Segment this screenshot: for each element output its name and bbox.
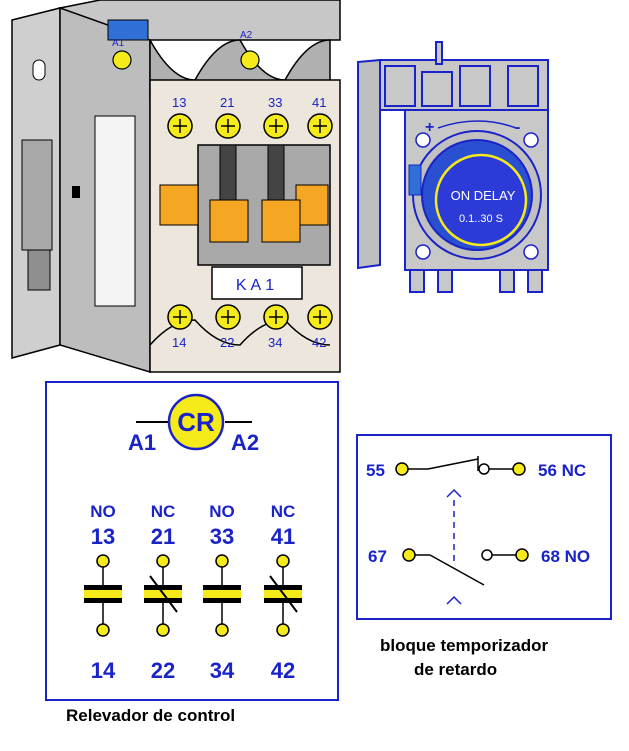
svg-text:A1: A1 <box>112 38 125 49</box>
contact-bottom-terminal: 34 <box>210 658 235 683</box>
timer-terminal-56: 56 NC <box>538 461 586 480</box>
contactor-terminal-33: 33 <box>263 95 289 139</box>
contactor-terminal-label: 33 <box>268 95 282 110</box>
timer-terminal-67: 67 <box>368 547 387 566</box>
coil-screw <box>112 50 132 70</box>
timer-module-illustration: + - ON DELAY 0.1..30 S <box>357 41 549 293</box>
contactor-terminal-label: 42 <box>312 335 326 350</box>
timer-terminal-55: 55 <box>366 461 385 480</box>
contactor-terminal-42: 42 <box>307 304 333 350</box>
relay-contact-41: NC 41 42 <box>264 502 302 683</box>
contact-top-terminal: 33 <box>210 524 234 549</box>
contact-type-label: NC <box>271 502 296 521</box>
timer-caption-line1: bloque temporizador <box>380 636 549 655</box>
contact-top-terminal: 13 <box>91 524 115 549</box>
timer-mode-text: ON DELAY <box>451 188 516 203</box>
contact-bottom-terminal: 42 <box>271 658 295 683</box>
timer-terminal-68: 68 NO <box>541 547 590 566</box>
contact-bottom-terminal: 22 <box>151 658 175 683</box>
contactor-terminals: 13 21 33 41 14 22 34 42 <box>112 50 333 350</box>
contact-type-label: NC <box>151 502 176 521</box>
svg-text:A2: A2 <box>240 30 253 41</box>
timer-caption-line2: de retardo <box>414 660 498 679</box>
timer-contact-no: 67 68 NO <box>368 547 590 586</box>
coil-screw <box>240 50 260 70</box>
contact-type-label: NO <box>90 502 116 521</box>
contact-type-label: NO <box>209 502 235 521</box>
contactor-terminal-22: 22 <box>215 304 241 350</box>
contactor-terminal-21: 21 <box>215 95 241 139</box>
contactor-terminal-label: 22 <box>220 335 234 350</box>
timer-contact-nc: 55 56 NC <box>366 456 586 480</box>
contactor-terminal-label: 21 <box>220 95 234 110</box>
contactor-terminal-label: 14 <box>172 335 186 350</box>
contactor-terminal-13: 13 <box>167 95 193 139</box>
timer-range-text: 0.1..30 S <box>459 213 503 225</box>
contactor-coil-label: KA1 <box>236 277 278 294</box>
contactor-terminal-label: 13 <box>172 95 186 110</box>
contactor-terminal-14: 14 <box>167 304 193 350</box>
relay-coil: CR A1 A2 <box>128 393 259 455</box>
timer-linkage <box>446 488 462 605</box>
contact-top-terminal: 21 <box>151 524 175 549</box>
relay-caption: Relevador de control <box>66 706 236 725</box>
relay-contacts: NO 13 14 NC 21 22 NO 33 34 NC 41 42 <box>84 502 302 683</box>
contact-top-terminal: 41 <box>271 524 295 549</box>
contactor-terminal-label: 34 <box>268 335 282 350</box>
coil-terminal-a2: A2 <box>231 430 259 455</box>
relay-contact-33: NO 33 34 <box>203 502 241 683</box>
svg-text:+: + <box>425 119 434 136</box>
contactor-terminal-34: 34 <box>263 304 289 350</box>
coil-terminal-a1: A1 <box>128 430 156 455</box>
contact-bottom-terminal: 14 <box>91 658 116 683</box>
svg-text:-: - <box>515 119 520 136</box>
relay-coil-text: CR <box>177 407 215 437</box>
relay-contact-13: NO 13 14 <box>84 502 122 683</box>
contactor-terminal-41: 41 <box>307 95 333 139</box>
relay-contact-21: NC 21 22 <box>144 502 182 683</box>
contactor-terminal-label: 41 <box>312 95 326 110</box>
